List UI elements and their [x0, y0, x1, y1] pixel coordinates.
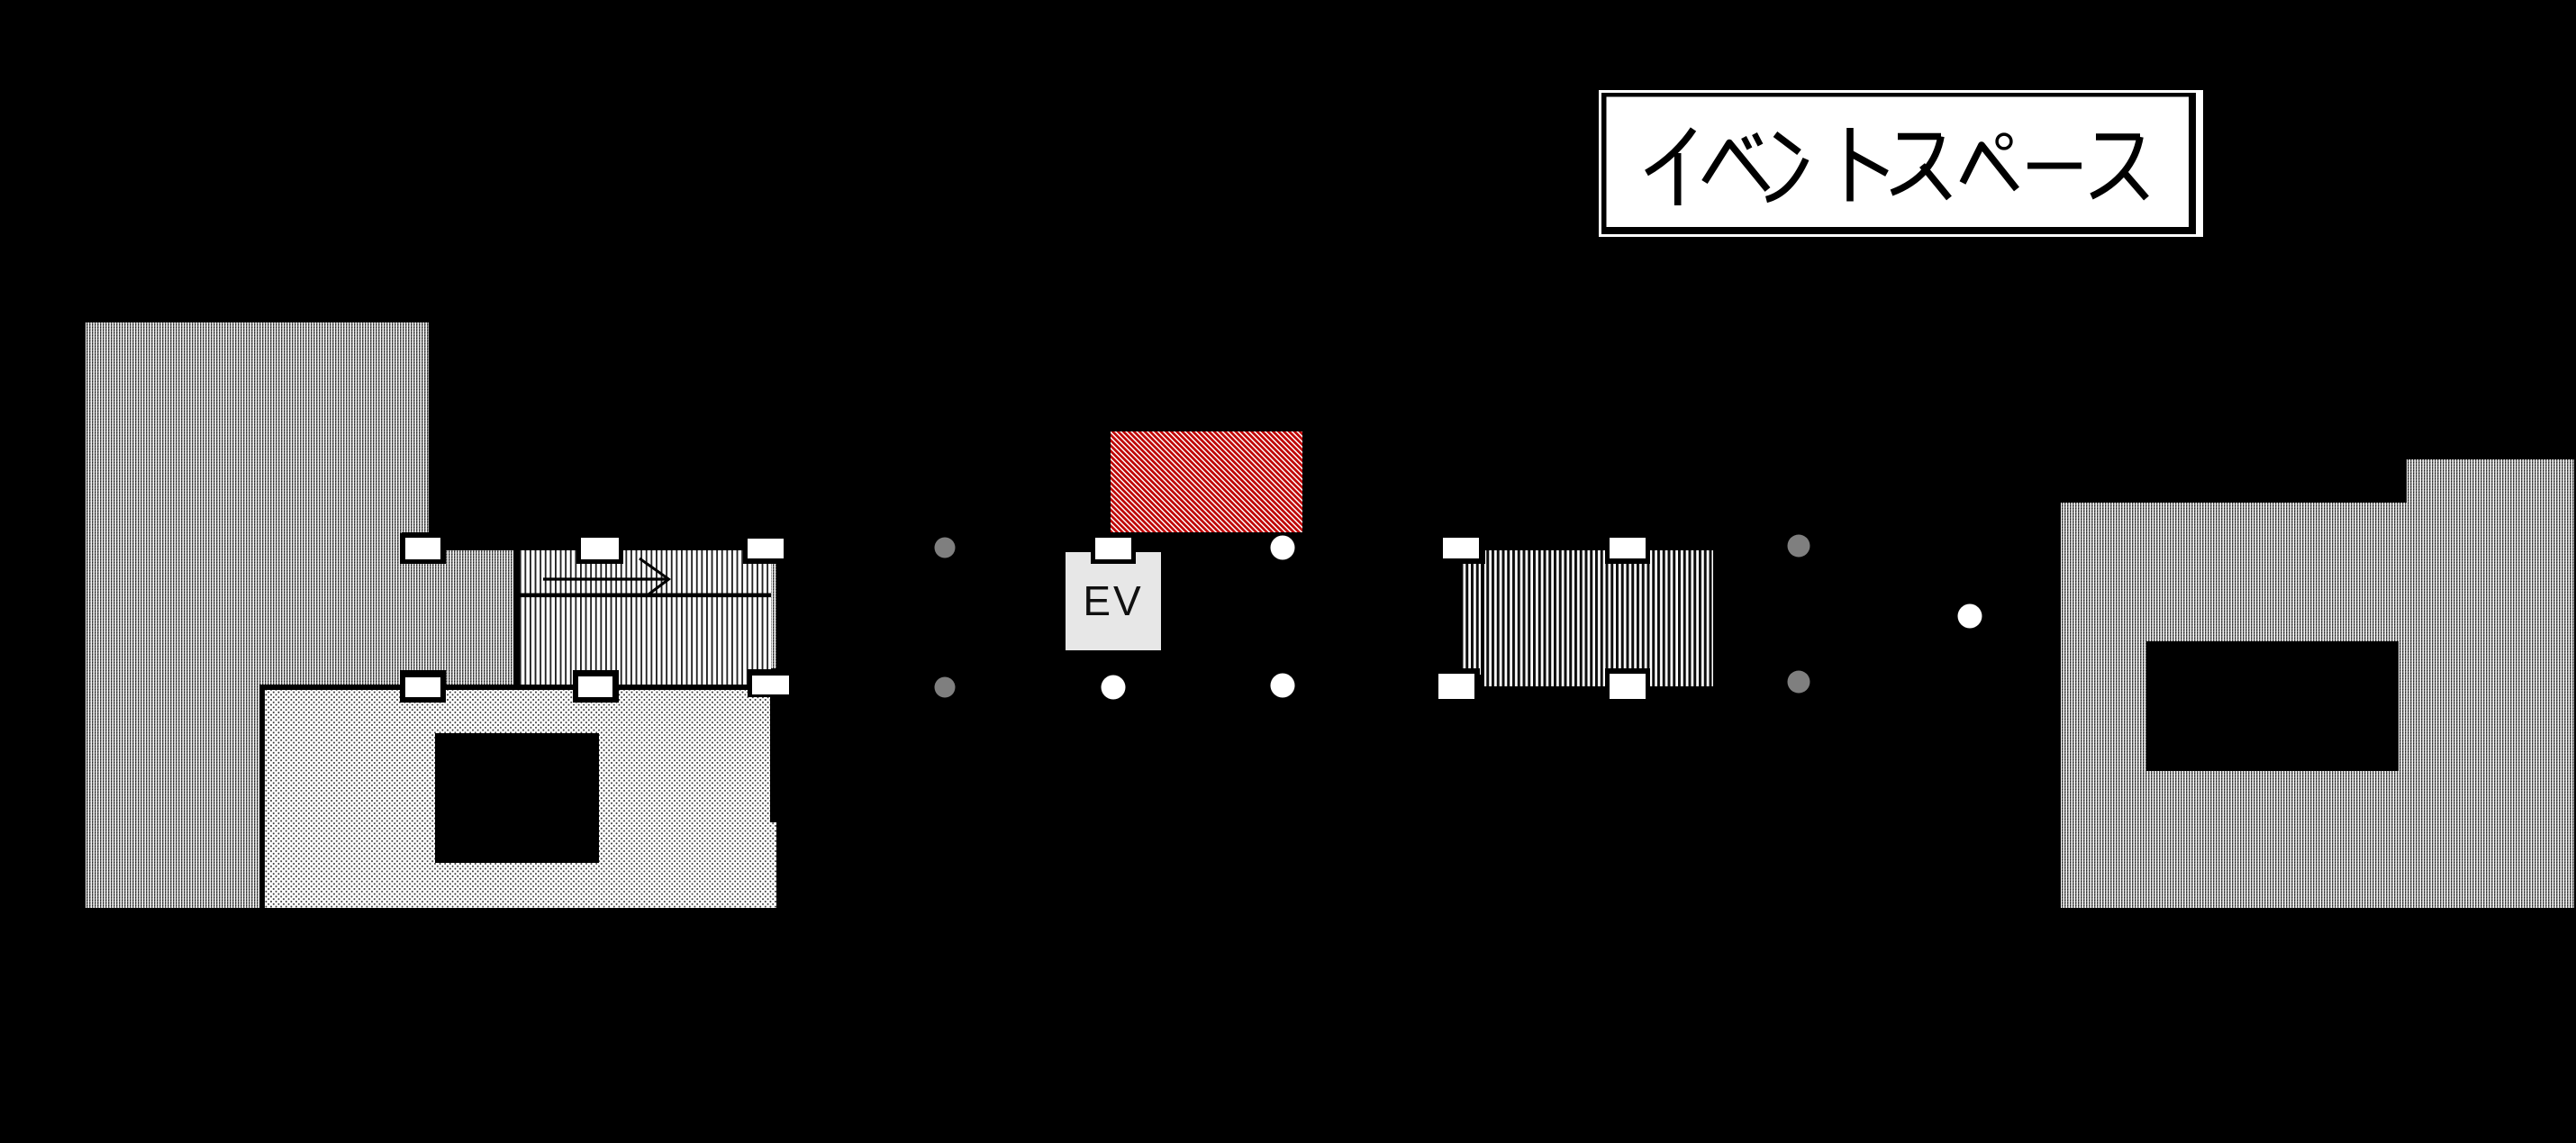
svg-text:EV: EV — [1083, 577, 1143, 624]
